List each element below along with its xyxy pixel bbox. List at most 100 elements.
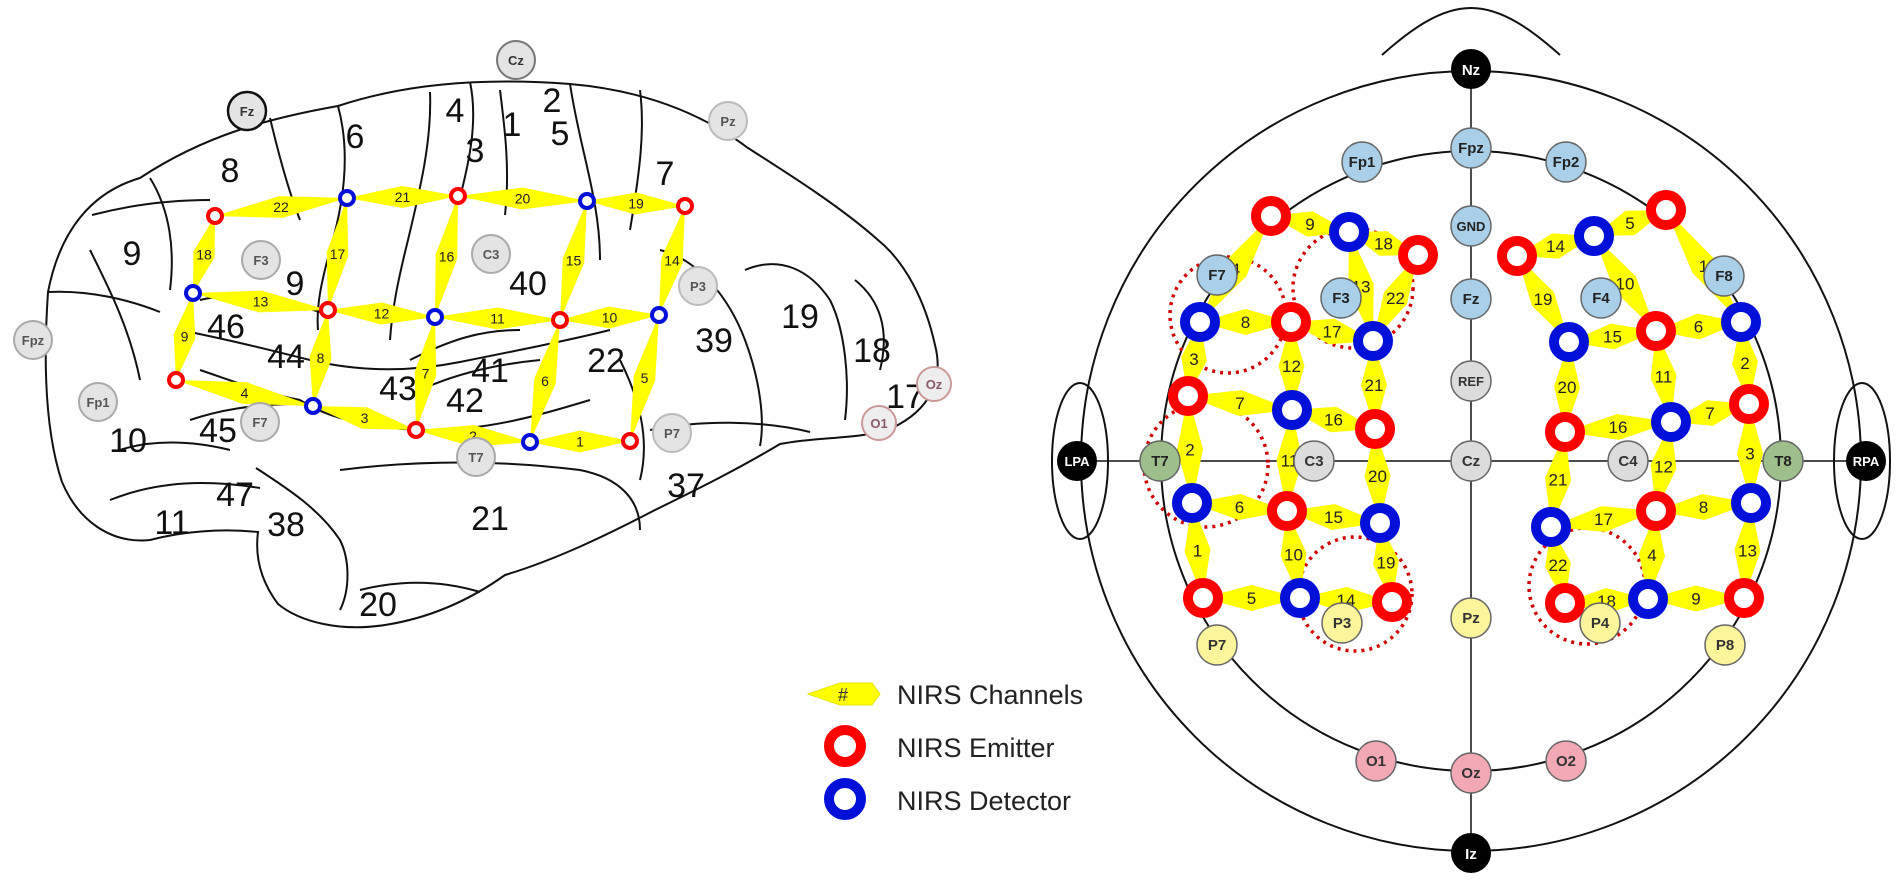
detector-optode [1628,579,1668,619]
channel-arrow [1287,504,1380,530]
brodmann-area-labels: 8 6 4 1 2 5 3 7 9 9 40 19 46 44 41 22 39… [109,82,924,624]
channel-number: 2 [1740,354,1749,373]
channel-arrow [1278,322,1305,410]
brodmann-label: 19 [781,298,819,336]
electrode-label: Oz [926,377,943,392]
channel-number: 21 [1549,471,1568,490]
channel-arrow [659,206,685,315]
channel-diamond-icon [806,682,881,706]
detector-optode [1272,390,1312,430]
brodmann-label: 4 [446,92,465,130]
channel-number: 9 [1305,215,1314,234]
channel-arrow [1565,588,1648,614]
brodmann-label: 21 [471,500,509,538]
channel-arrow [1565,414,1671,440]
electrode-p8: P8 [1704,624,1746,666]
electrode-t8: T8 [1762,440,1804,482]
channel-arrow [1291,318,1373,345]
emitter-optode [1168,376,1208,416]
emitter-optode [319,301,337,319]
channel-number: 16 [439,249,455,265]
channel-number: 15 [1603,328,1622,347]
electrode-fz: Fz [1450,278,1492,320]
electrode-oz: Oz [1450,752,1492,794]
channel-number: 21 [395,189,411,205]
channel-arrow [1373,255,1418,341]
brodmann-label: 2 [543,82,562,120]
channel-number: 3 [361,410,369,426]
channel-arrow [1656,494,1751,520]
brodmann-label: 44 [267,338,305,376]
brodmann-label: 37 [667,467,705,505]
emitter-optode [1267,491,1307,531]
channel-number: 19 [628,196,644,212]
channel-number: 16 [1324,411,1343,430]
channel-arrow [587,192,685,215]
channel-number: 17 [1323,323,1342,342]
channel-arrow [1300,587,1392,613]
brodmann-label: 22 [587,342,625,380]
electrode-f3: F3 [241,240,281,280]
head-map-panel: 9184132281731221716211206151101951451141… [1051,6,1891,873]
channel-number: 7 [1235,394,1244,413]
electrode-cz: Cz [1450,440,1492,482]
brodmann-label: 43 [379,370,417,408]
electrode-lpa: LPA [1057,441,1097,481]
detector-optode [1721,302,1761,342]
channel-arrow [1639,511,1665,599]
brodmann-label: 38 [267,506,305,544]
channel-number: 20 [1558,378,1577,397]
electrode-label: F7 [252,415,267,430]
electrode-p4: P4 [1579,602,1621,644]
emitter-optode [407,421,425,439]
channel-number: 18 [196,247,212,263]
brodmann-label: 5 [551,115,570,153]
channel-arrow [328,302,435,325]
emitter-optode [1398,235,1438,275]
legend-detector-label: NIRS Detector [897,786,1071,816]
detector-optode [1353,321,1393,361]
electrode-o1: O1 [1355,740,1397,782]
emitter-optode [449,187,467,205]
channel-number: 6 [541,373,549,389]
electrode-label: P4 [1591,615,1610,632]
electrode-p7: P7 [652,413,692,453]
electrode-label: P3 [690,279,706,294]
channel-arrow [309,310,332,406]
electrode-label: C3 [1304,453,1323,470]
channel-arrow [1348,232,1374,341]
channel-arrow [1594,236,1656,331]
channel-number: 6 [1694,318,1703,337]
channel-arrow [1203,585,1300,611]
electrode-t7: T7 [456,437,496,477]
channel-arrow [176,380,313,406]
electrode-f7: F7 [240,402,280,442]
detector-optode [1329,212,1369,252]
electrode-f8: F8 [1703,255,1745,297]
electrode-f4: F4 [1580,277,1622,319]
emitter-optode [1729,384,1769,424]
detector-optode [1574,216,1614,256]
channel-arrow [1292,406,1375,433]
channel-number: 5 [641,370,649,386]
channel-number: 13 [253,294,269,310]
electrode-label: O1 [1366,753,1386,770]
channel-arrow [435,196,458,317]
detector-optode [338,189,356,207]
left-brain-optodes [167,187,694,451]
detector-optode [184,284,202,302]
channel-arrow [630,315,659,441]
channel-arrow [1280,511,1307,598]
brodmann-label: 40 [509,265,547,303]
brodmann-label: 41 [471,352,509,390]
electrode-label: C4 [1618,453,1638,470]
emitter-ring-icon [824,725,866,767]
channel-number: 13 [1738,542,1757,561]
electrode-fp1: Fp1 [1341,141,1383,183]
channel-arrow [1184,503,1211,598]
electrode-label: O2 [1556,753,1576,770]
electrode-pz: Pz [1450,597,1492,639]
electrode-t7: T7 [1139,440,1181,482]
channel-number: 14 [664,253,680,269]
channel-arrow [313,406,416,430]
